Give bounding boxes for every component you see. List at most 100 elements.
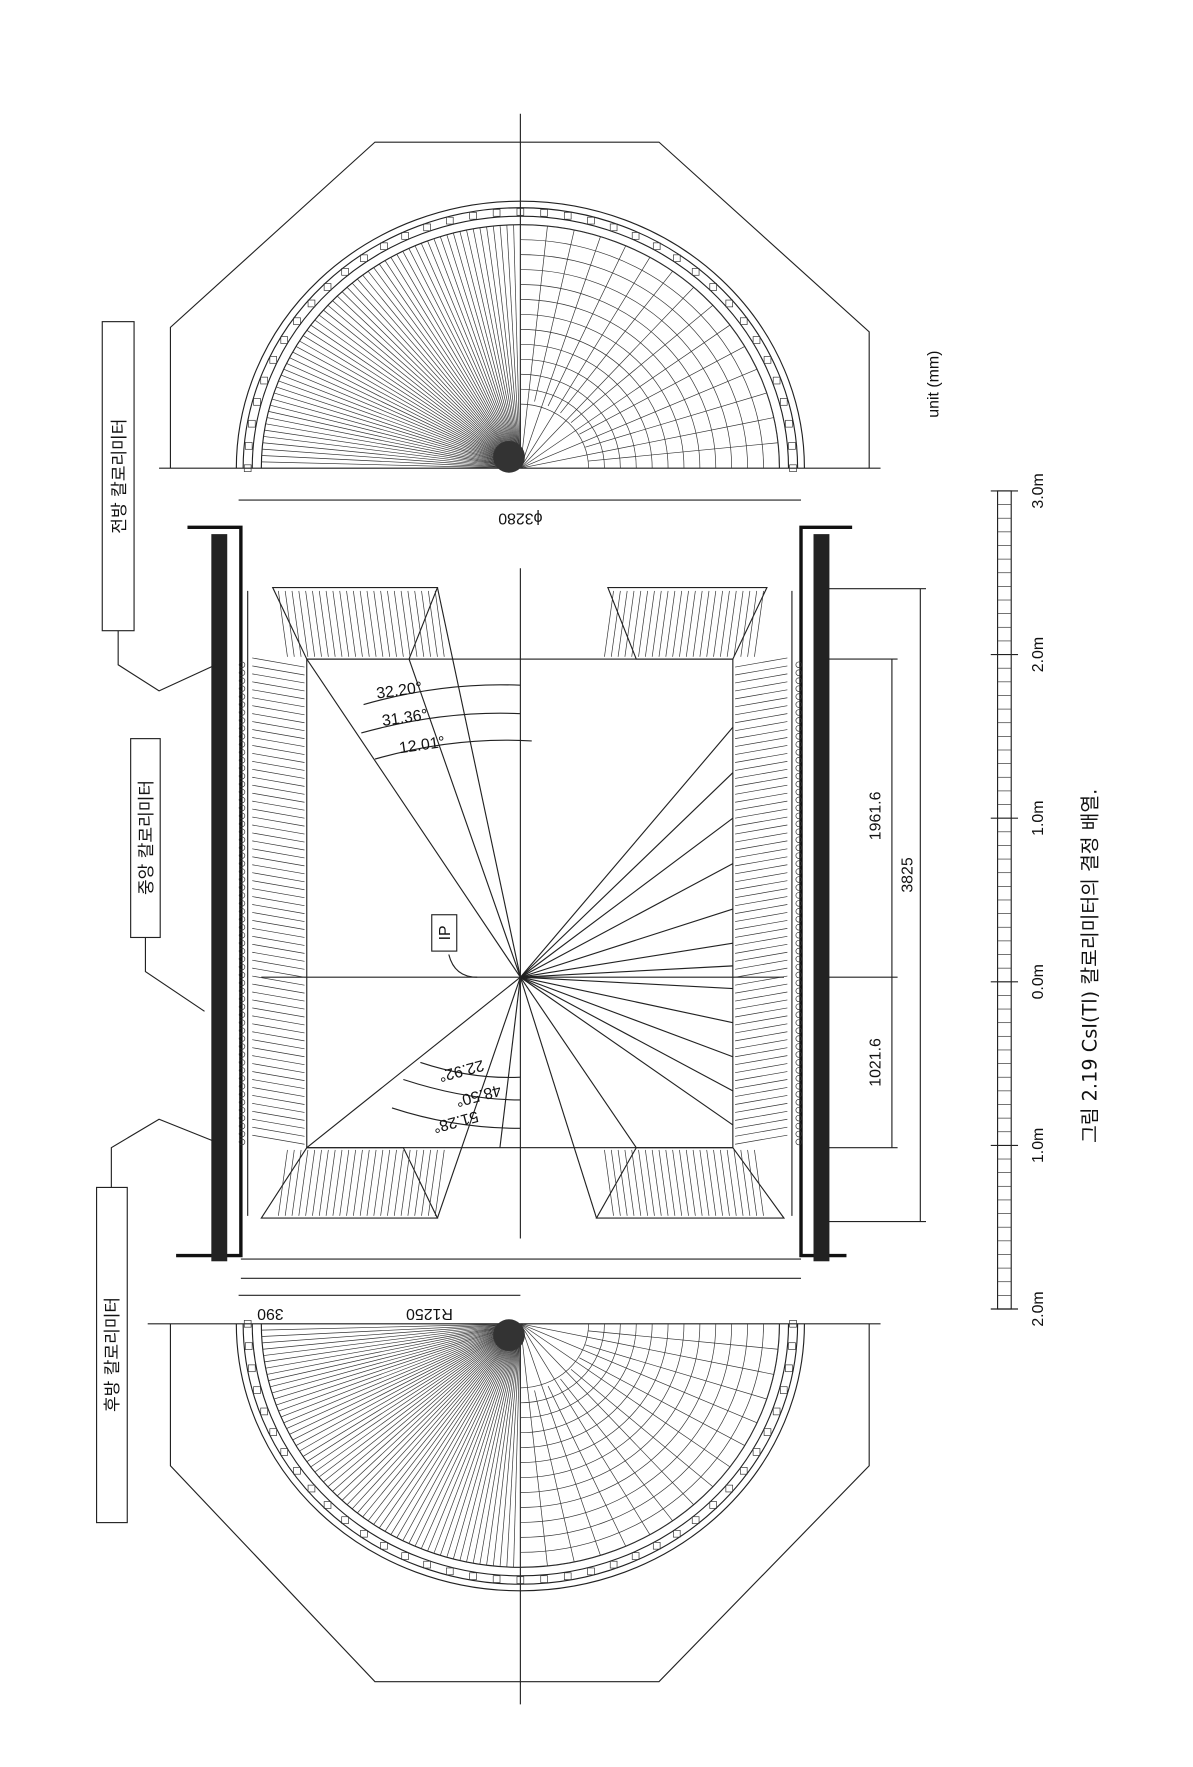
backward-endcap-grid-spoke xyxy=(585,1344,767,1400)
barrel-crystal-right xyxy=(735,705,788,716)
backward-endcap-crystal-line xyxy=(280,1328,508,1418)
barrel-crystal-right xyxy=(735,1039,788,1050)
backward-endcap-crystal-line xyxy=(414,1336,516,1547)
backward-crystal-hatch xyxy=(685,1149,696,1216)
angle-12-01: 12.01° xyxy=(398,734,446,757)
backward-crystal-hatch xyxy=(434,1149,445,1216)
barrel-crystal-left xyxy=(252,673,305,684)
forward-crystal-hatch xyxy=(291,590,302,657)
barrel-crystal-right xyxy=(735,721,788,732)
backward-crystal-hatch xyxy=(305,1149,316,1216)
forward-crystal-hatch xyxy=(339,590,350,657)
forward-endcap-bolt xyxy=(652,242,661,250)
barrel-readout-left xyxy=(238,1130,246,1138)
backward-endcap-crystal-line xyxy=(270,1326,508,1388)
forward-crystal-hatch xyxy=(658,590,669,657)
backward-endcap-bolt xyxy=(763,1428,772,1436)
forward-crystal-hatch xyxy=(747,590,758,657)
polar-angle-line xyxy=(408,658,521,978)
barrel-readout-right xyxy=(795,852,802,859)
barrel-readout-right xyxy=(795,788,802,796)
barrel-crystal-right xyxy=(735,1047,788,1058)
barrel-readout-left xyxy=(238,788,246,796)
barrel-crystal-left xyxy=(252,991,305,1002)
backward-endcap-crystal-line xyxy=(466,1337,518,1563)
barrel-readout-left xyxy=(238,1019,246,1026)
backward-endcap-crystal-line xyxy=(341,1333,512,1501)
barrel-readout-right xyxy=(795,884,802,891)
backward-endcap-bolt xyxy=(401,1552,409,1560)
forward-crystal-hatch xyxy=(318,590,329,657)
barrel-crystal-right xyxy=(735,816,788,827)
barrel-readout-left xyxy=(238,924,246,931)
barrel-crystal-left xyxy=(252,705,305,716)
scale-tick-1m: 1.0m xyxy=(1030,801,1047,836)
barrel-readout-right xyxy=(795,1035,802,1042)
barrel-crystal-left xyxy=(252,943,305,954)
forward-endcap-crystal-line xyxy=(286,363,509,463)
ip-label: IP xyxy=(437,925,454,940)
polar-angle-line xyxy=(520,976,733,1024)
backward-endcap-crystal-line xyxy=(271,1327,508,1394)
forward-endcap-bolt xyxy=(709,283,717,291)
forward-crystal-hatch xyxy=(631,590,642,657)
backward-endcap-ring xyxy=(520,1323,764,1553)
barrel-readout-right xyxy=(795,947,802,955)
barrel-crystal-left xyxy=(252,983,305,994)
forward-endcap-bolt xyxy=(540,209,548,217)
barrel-crystal-right xyxy=(735,1110,788,1121)
forward-endcap-grid-spoke xyxy=(520,257,651,469)
backward-crystal-hatch xyxy=(733,1149,744,1216)
barrel-readout-right xyxy=(795,725,802,732)
forward-endcap-bolt xyxy=(563,212,572,220)
backward-endcap-crystal-line xyxy=(384,1335,514,1532)
backward-endcap-crystal-line xyxy=(486,1337,519,1566)
barrel-readout-right xyxy=(795,1091,802,1098)
barrel-crystal-left xyxy=(252,935,305,946)
forward-endcap-crystal-line xyxy=(265,423,508,467)
backward-endcap-crystal-line xyxy=(390,1335,514,1535)
barrel-readout-left xyxy=(238,1051,246,1058)
forward-endcap-crystal-line xyxy=(472,228,519,455)
forward-endcap-crystal-line xyxy=(492,226,520,455)
backward-endcap-crystal-line xyxy=(283,1329,509,1424)
backward-crystal-hatch xyxy=(393,1149,404,1216)
polar-angle-line xyxy=(306,976,521,1149)
backward-crystal-hatch xyxy=(318,1149,329,1216)
barrel-readout-left xyxy=(238,1035,246,1042)
backward-endcap-bolt xyxy=(709,1501,717,1509)
generated-hatching xyxy=(235,200,805,1592)
forward-endcap-crystal-line xyxy=(280,374,508,464)
scale-tick-2m: 2.0m xyxy=(1030,637,1047,672)
polar-angle-line xyxy=(519,772,734,978)
forward-endcap-crystal-line xyxy=(433,238,517,456)
backward-endcap-crystal-line xyxy=(362,1334,513,1518)
backward-endcap-ring xyxy=(520,1323,685,1478)
barrel-readout-left xyxy=(238,709,246,716)
forward-crystal-hatch xyxy=(713,590,723,657)
barrel-label-box: 중앙 칼로리미터 xyxy=(130,738,205,1012)
barrel-crystal-right xyxy=(735,792,788,803)
backward-endcap-arc xyxy=(235,1323,805,1592)
barrel-readout-left xyxy=(238,741,246,748)
forward-crystal-hatch xyxy=(353,590,363,657)
barrel-crystal-left xyxy=(252,1007,305,1018)
polar-angle-line xyxy=(519,976,637,1148)
barrel-readout-right xyxy=(795,709,802,716)
backward-endcap-bolt xyxy=(293,1467,301,1475)
backward-endcap-bolt xyxy=(739,1467,748,1475)
backward-endcap-crystal-line xyxy=(402,1335,515,1541)
barrel-readout-right xyxy=(795,860,802,867)
backward-endcap-bolt xyxy=(243,1320,252,1328)
barrel-readout-right xyxy=(795,669,802,676)
barrel-crystal-right xyxy=(735,840,788,851)
barrel-crystal-left xyxy=(252,1103,305,1113)
forward-endcap-crystal-line xyxy=(327,305,511,460)
backward-endcap-bolt xyxy=(788,1342,796,1350)
forward-endcap-ring xyxy=(520,329,669,469)
forward-crystal-hatch xyxy=(434,590,445,657)
backward-crystal-hatch xyxy=(740,1149,751,1216)
backward-endcap-grid-spoke xyxy=(520,1323,731,1468)
forward-endcap-arc xyxy=(235,200,805,469)
